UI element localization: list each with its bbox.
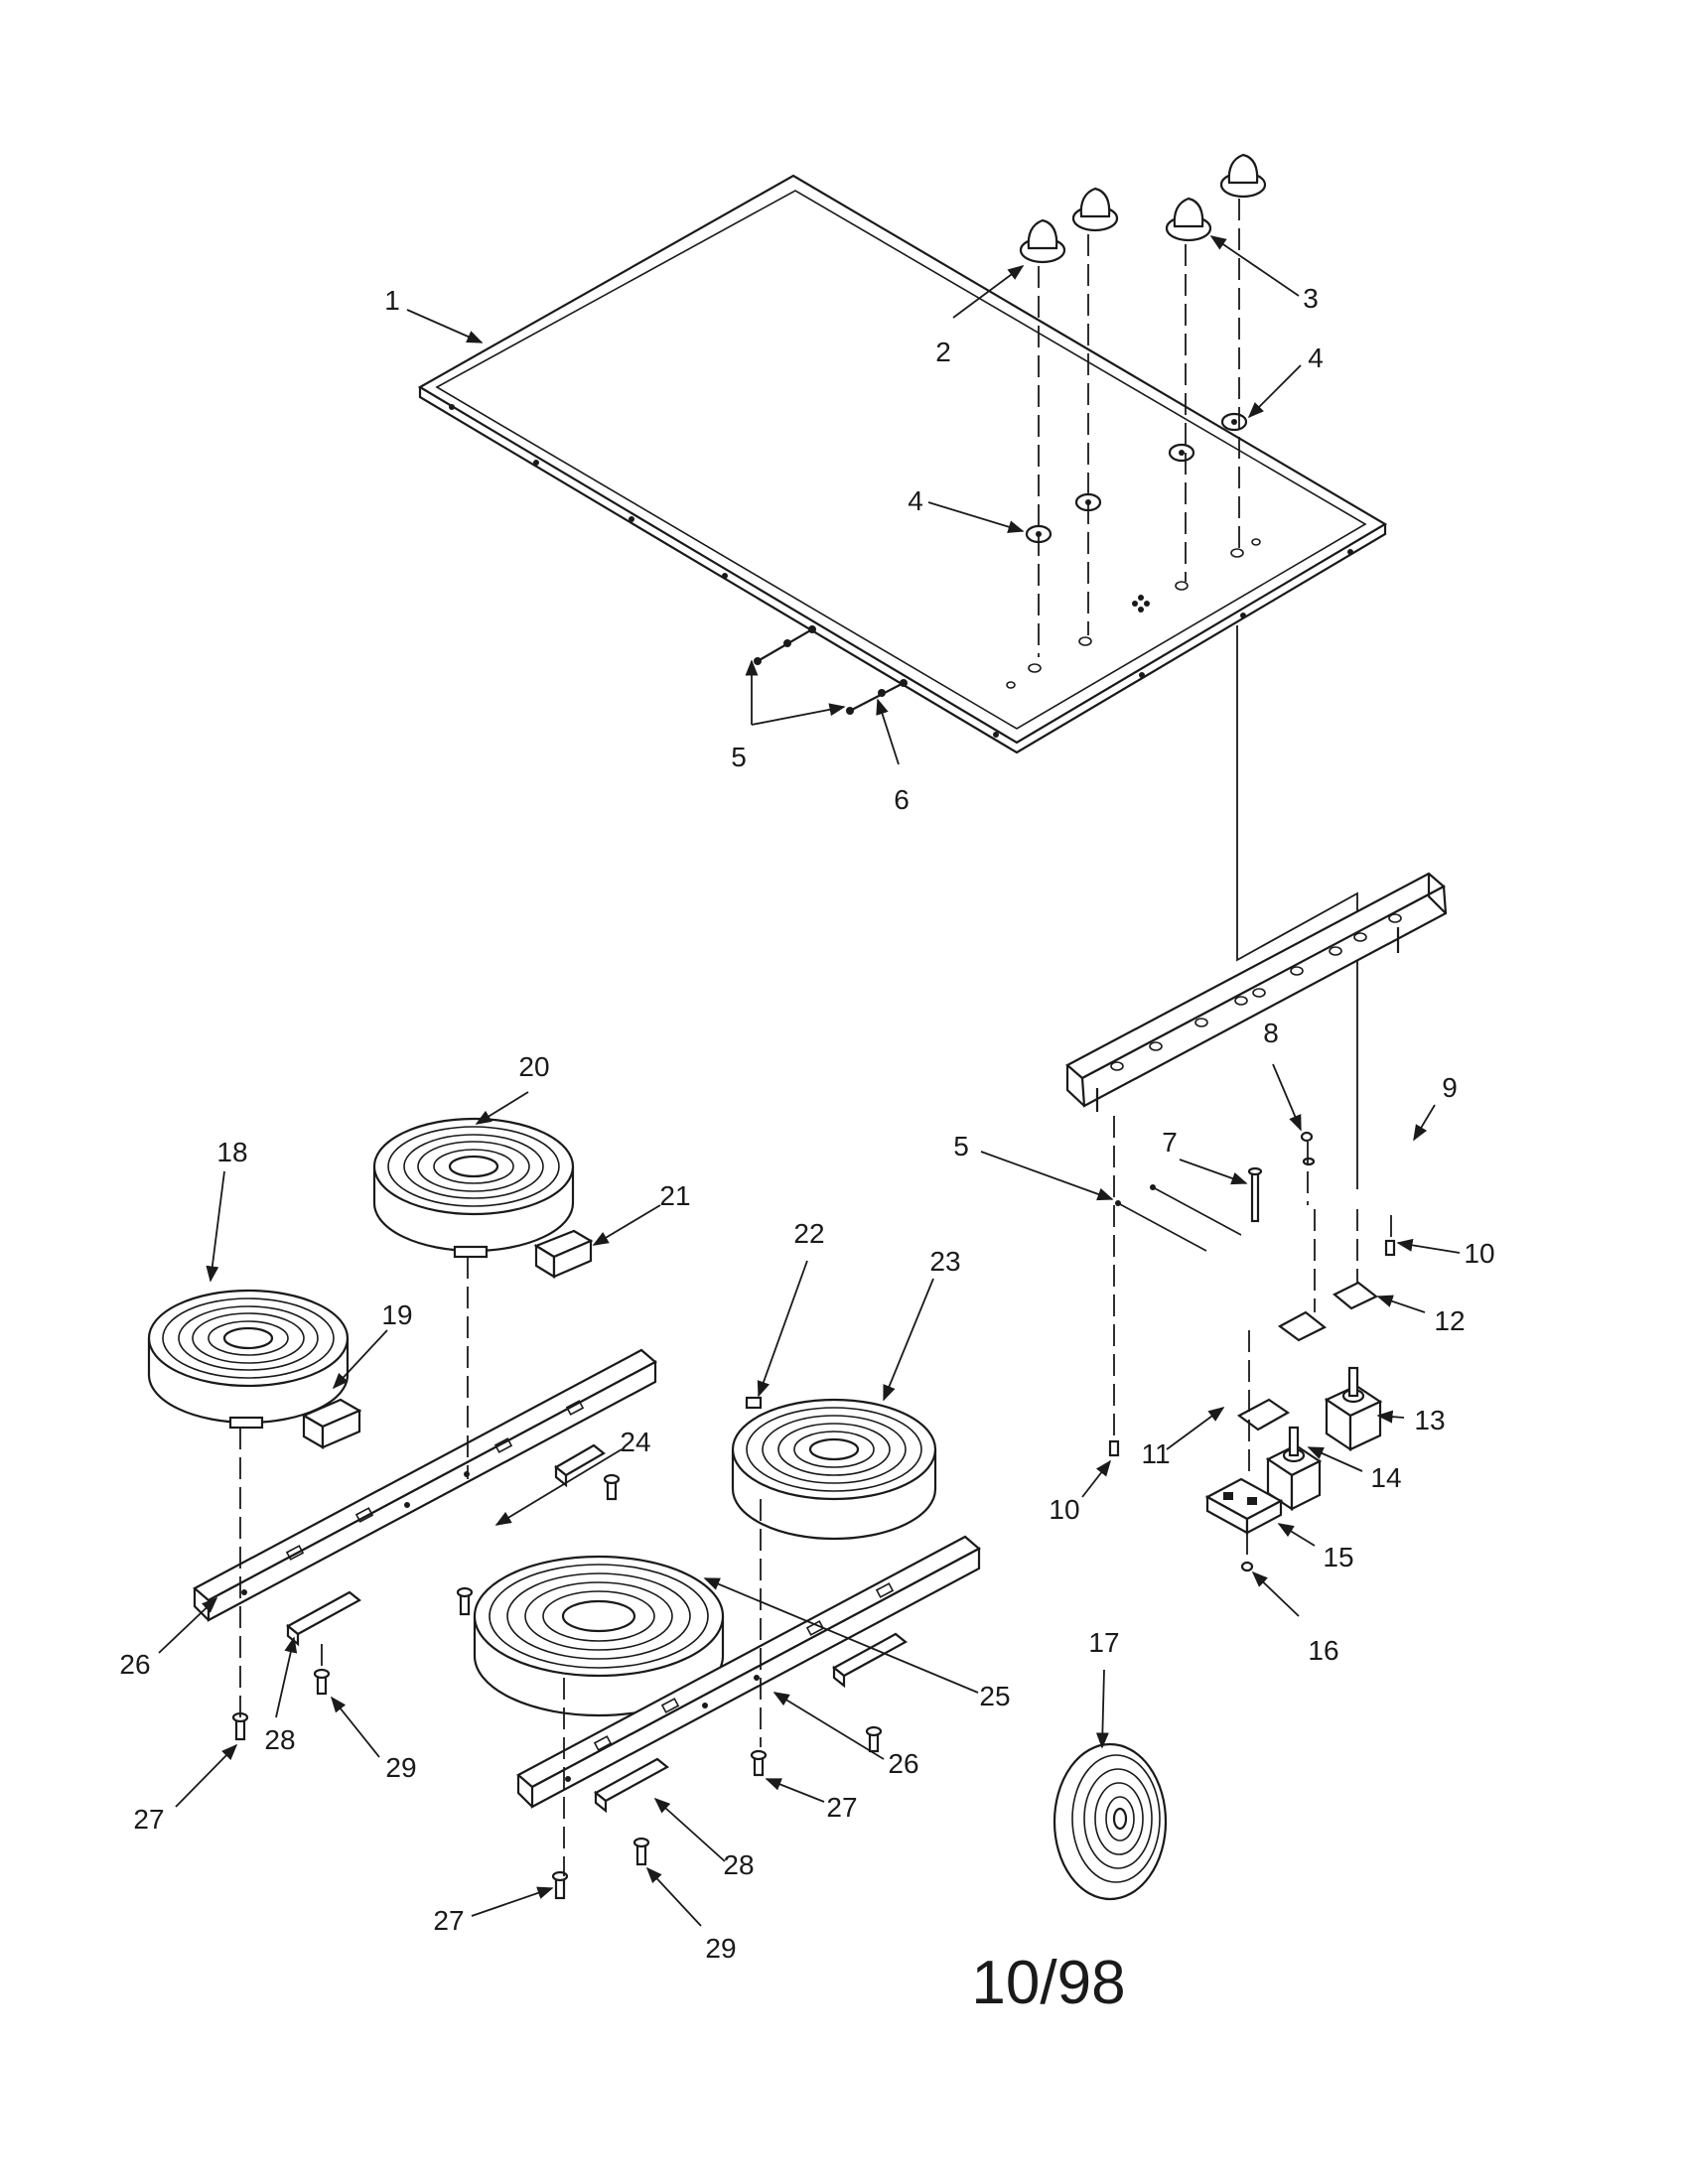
element-guide-lines — [239, 1257, 762, 1876]
callout-16: 16 — [1308, 1635, 1338, 1666]
burner-element-20 — [372, 1117, 594, 1279]
knob-washers — [1025, 412, 1248, 544]
callout-5: 5 — [731, 742, 747, 772]
callout-4: 4 — [1308, 342, 1324, 373]
callout-27: 27 — [826, 1792, 857, 1823]
callout-6: 6 — [894, 784, 910, 815]
callout-4: 4 — [908, 485, 923, 516]
burner-element-23 — [731, 1396, 937, 1541]
edge-screws — [754, 625, 908, 715]
support-brackets — [286, 1443, 908, 1814]
support-bar-upper — [193, 1348, 657, 1622]
bracket-wires — [1115, 1184, 1242, 1252]
support-bar-lower — [516, 1535, 981, 1809]
callout-10: 10 — [1049, 1494, 1079, 1525]
callout-19: 19 — [381, 1299, 412, 1330]
callout-27: 27 — [433, 1905, 464, 1936]
callout-7: 7 — [1162, 1127, 1178, 1158]
callout-20: 20 — [518, 1051, 549, 1082]
control-bracket — [1065, 872, 1448, 1112]
callout-25: 25 — [979, 1681, 1010, 1711]
callout-23: 23 — [929, 1246, 960, 1277]
coil-element-17 — [1052, 1742, 1168, 1901]
callout-8: 8 — [1263, 1018, 1279, 1048]
callout-28: 28 — [723, 1849, 754, 1880]
callout-10: 10 — [1464, 1238, 1494, 1269]
callout-leaders — [158, 235, 1461, 1927]
callout-24: 24 — [620, 1427, 650, 1457]
knob-guide-lines — [1038, 199, 1240, 657]
callout-12: 12 — [1434, 1305, 1465, 1336]
callout-17: 17 — [1088, 1627, 1119, 1658]
callout-14: 14 — [1370, 1462, 1401, 1493]
mounting-screws — [231, 1473, 883, 1900]
callout-15: 15 — [1323, 1542, 1353, 1572]
callout-9: 9 — [1442, 1072, 1458, 1103]
callout-22: 22 — [793, 1218, 824, 1249]
callout-1: 1 — [384, 285, 400, 316]
callout-2: 2 — [935, 337, 951, 367]
date-code: 10/98 — [971, 1949, 1125, 2017]
cooktop-glass-top — [417, 174, 1388, 754]
callout-21: 21 — [659, 1180, 690, 1211]
spacers — [1108, 1116, 1396, 1457]
callout-27: 27 — [133, 1804, 164, 1835]
burner-element-18 — [147, 1289, 362, 1449]
callout-5: 5 — [953, 1131, 969, 1161]
callout-labels: 1 2 3 4 4 5 6 7 8 9 5 10 12 13 11 14 10 … — [119, 283, 1494, 1964]
callout-13: 13 — [1414, 1405, 1445, 1435]
assembly-connector-line — [1236, 625, 1358, 1189]
callout-26: 26 — [888, 1748, 918, 1779]
indicator-light — [1204, 1330, 1284, 1572]
callout-26: 26 — [119, 1649, 150, 1680]
callout-18: 18 — [216, 1137, 247, 1167]
callout-28: 28 — [264, 1724, 295, 1755]
control-knobs — [1019, 153, 1267, 264]
callout-29: 29 — [705, 1933, 736, 1964]
insulator-plates — [1236, 1209, 1379, 1432]
callout-11: 11 — [1141, 1438, 1170, 1469]
callout-29: 29 — [385, 1752, 416, 1783]
bracket-screw-and-nut — [1247, 1131, 1316, 1223]
callout-3: 3 — [1303, 283, 1319, 314]
infinite-switches — [1265, 1366, 1383, 1512]
